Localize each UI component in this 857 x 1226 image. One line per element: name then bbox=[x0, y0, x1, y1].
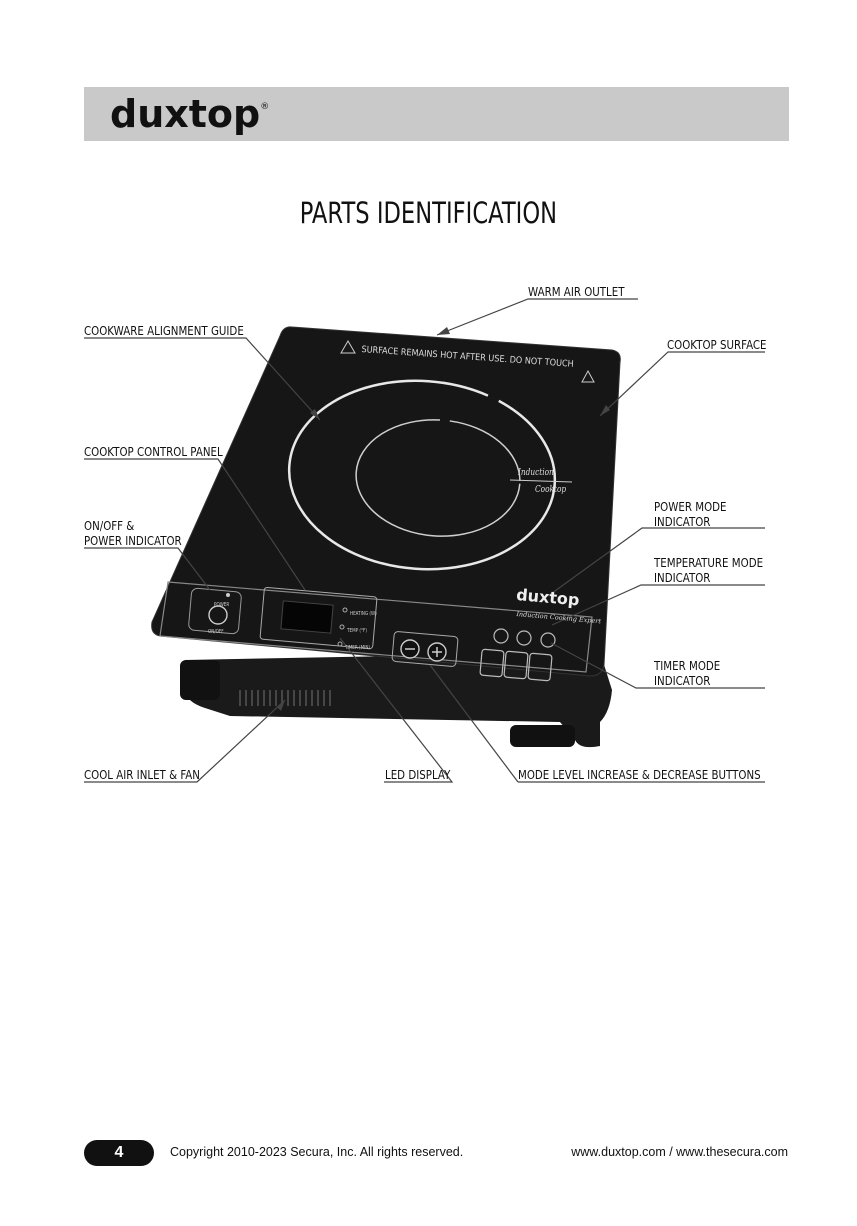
on-off-text: ON/OFF bbox=[208, 629, 224, 635]
copyright-text: Copyright 2010-2023 Secura, Inc. All rig… bbox=[170, 1145, 464, 1159]
label-temp-mode-2: INDICATOR bbox=[654, 570, 711, 585]
timer-text: TIMER (MIN) bbox=[345, 645, 371, 651]
label-cooktop-surface: COOKTOP SURFACE bbox=[667, 337, 767, 352]
heating-text: HEATING (W) bbox=[350, 611, 377, 617]
label-mode-level-buttons: MODE LEVEL INCREASE & DECREASE BUTTONS bbox=[518, 767, 761, 782]
page-number-badge: 4 bbox=[84, 1140, 154, 1166]
label-temp-mode-1: TEMPERATURE MODE bbox=[654, 555, 764, 570]
device-brand-logo: duxtop bbox=[515, 585, 581, 610]
induction-text: Induction bbox=[518, 468, 554, 478]
label-on-off-2: POWER INDICATOR bbox=[84, 533, 182, 548]
label-power-mode-1: POWER MODE bbox=[654, 499, 727, 514]
label-timer-mode-1: TIMER MODE bbox=[654, 658, 721, 673]
power-text: POWER bbox=[214, 602, 230, 608]
label-cookware-alignment-guide: COOKWARE ALIGNMENT GUIDE bbox=[84, 323, 244, 338]
label-on-off-1: ON/OFF & bbox=[84, 518, 135, 533]
website-link[interactable]: www.duxtop.com / www.thesecura.com bbox=[571, 1145, 788, 1159]
label-power-mode-2: INDICATOR bbox=[654, 514, 711, 529]
cooktop-glass bbox=[151, 326, 621, 677]
label-warm-air-outlet: WARM AIR OUTLET bbox=[528, 284, 625, 299]
label-timer-mode-2: INDICATOR bbox=[654, 673, 711, 688]
temp-text: TEMP (°F) bbox=[347, 628, 368, 634]
page-title: PARTS IDENTIFICATION bbox=[299, 196, 558, 230]
cooktop-text: Cooktop bbox=[535, 485, 567, 495]
duxtop-logo: duxtop® bbox=[110, 92, 270, 136]
label-cool-air-inlet: COOL AIR INLET & FAN bbox=[84, 767, 200, 782]
label-cooktop-control-panel: COOKTOP CONTROL PANEL bbox=[84, 444, 223, 459]
header-bar bbox=[84, 87, 789, 141]
label-led-display: LED DISPLAY bbox=[385, 767, 451, 782]
